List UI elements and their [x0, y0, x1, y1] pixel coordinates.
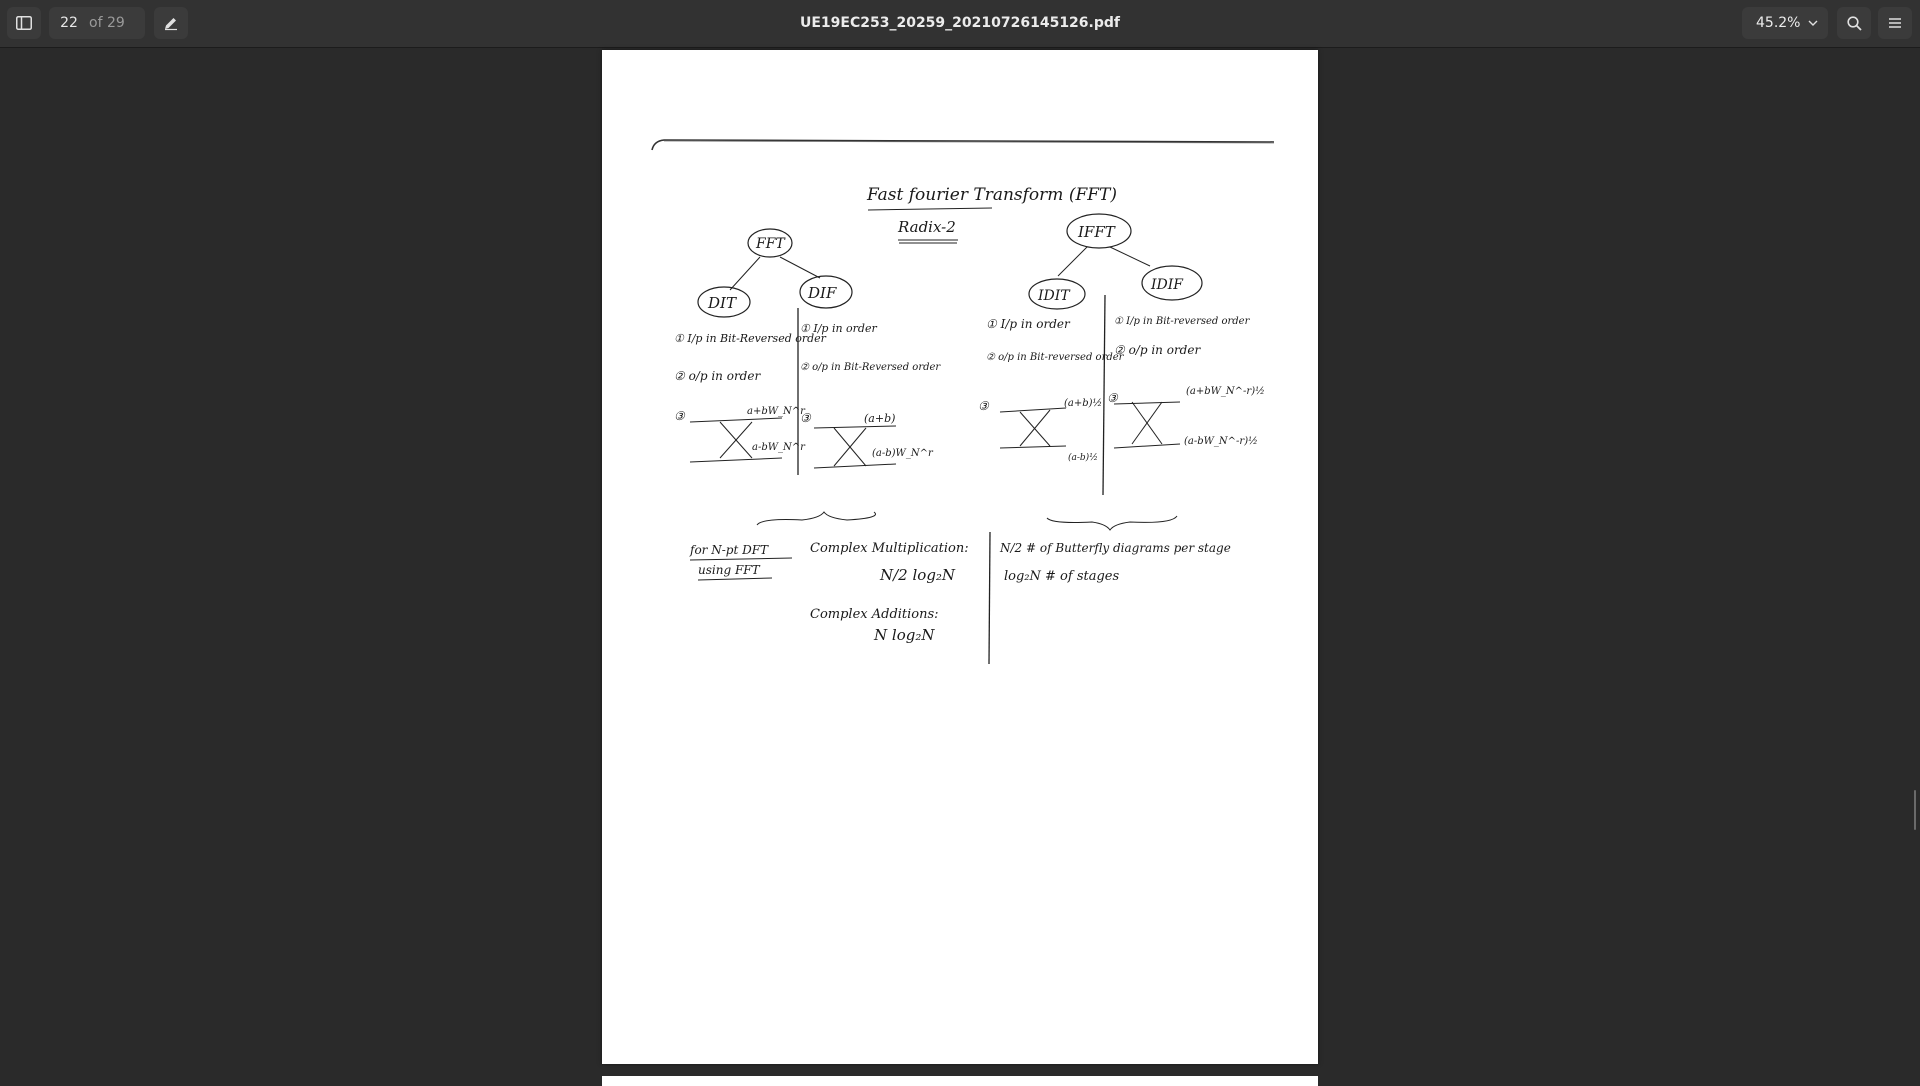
dit-note-1: ① I/p in Bit-Reversed order [674, 332, 827, 345]
idit-top-label: (a+b)½ [1064, 398, 1102, 409]
number-of-stages: log₂N # of stages [1004, 569, 1119, 584]
next-pdf-page [602, 1076, 1318, 1086]
search-button[interactable] [1837, 7, 1871, 39]
idif-top-label: (a+bW_N^-r)½ [1186, 386, 1265, 397]
zoom-dropdown[interactable]: 45.2% [1742, 7, 1828, 39]
idit-bottom-label: (a-b)½ [1068, 452, 1098, 463]
complex-add-value: N log₂N [873, 626, 935, 644]
complex-mult-value: N/2 log₂N [879, 566, 956, 584]
page-number-input[interactable] [49, 7, 89, 39]
idif-note-3: ③ [1107, 391, 1119, 405]
idif-butterfly [1113, 401, 1181, 449]
page-navigator: of 29 [49, 7, 145, 39]
sidebar-toggle-button[interactable] [7, 7, 41, 39]
idit-note-1: ① I/p in order [986, 317, 1071, 331]
notes-title: Fast fourier Transform (FFT) [866, 185, 1117, 205]
pdf-page: Fast fourier Transform (FFT) Radix-2 FFT… [602, 50, 1318, 1064]
dif-note-3: ③ [800, 411, 812, 425]
dit-note-2: ② o/p in order [674, 369, 761, 383]
dif-top-label: (a+b) [864, 412, 895, 425]
pen-icon [165, 18, 177, 31]
complex-mult-label: Complex Multiplication: [810, 541, 969, 556]
toolbar: of 29 UE19EC253_20259_20210726145126.pdf… [0, 0, 1920, 48]
zoom-level: 45.2% [1756, 15, 1801, 31]
idit-butterfly [999, 407, 1067, 449]
dif-butterfly [813, 425, 897, 469]
dit-top-label: a+bW_N^r [747, 406, 806, 417]
handwritten-notes: Fast fourier Transform (FFT) Radix-2 FFT… [651, 139, 1275, 665]
dif-bottom-label: (a-b)W_N^r [872, 448, 934, 459]
idit-note-3: ③ [978, 399, 990, 413]
dit-butterfly [689, 417, 783, 463]
idit-note-2: ② o/p in Bit-reversed order [986, 352, 1125, 363]
idif-note-2: ② o/p in order [1114, 343, 1201, 357]
using-fft-label: using FFT [698, 563, 761, 577]
dit-bottom-label: a-bW_N^r [752, 442, 806, 453]
fft-node: FFT [755, 236, 786, 252]
idif-bottom-label: (a-bW_N^-r)½ [1184, 436, 1258, 447]
dif-note-1: ① I/p in order [800, 322, 877, 335]
dif-note-2: ② o/p in Bit-Reversed order [800, 362, 941, 373]
dif-node: DIF [807, 284, 837, 302]
search-icon [1846, 15, 1862, 31]
annotate-button[interactable] [154, 7, 188, 39]
dit-note-3: ③ [674, 409, 686, 423]
idif-note-1: ① I/p in Bit-reversed order [1114, 316, 1251, 327]
sidebar-toggle-icon [16, 16, 32, 30]
notes-subtitle: Radix-2 [897, 218, 956, 236]
complex-add-label: Complex Additions: [810, 607, 939, 622]
for-npt-label: for N-pt DFT [689, 543, 769, 557]
idit-node: IDIT [1037, 288, 1071, 304]
hamburger-menu-icon [1889, 18, 1901, 28]
chevron-down-icon [1808, 20, 1818, 26]
butterflies-per-stage: N/2 # of Butterfly diagrams per stage [999, 541, 1231, 555]
menu-button[interactable] [1878, 7, 1912, 39]
scrollbar-thumb[interactable] [1914, 790, 1916, 830]
page-total-label: of 29 [89, 15, 125, 31]
dit-node: DIT [707, 294, 737, 312]
document-title: UE19EC253_20259_20210726145126.pdf [799, 15, 1120, 31]
idif-node: IDIF [1150, 277, 1184, 293]
ifft-node: IFFT [1077, 223, 1116, 241]
